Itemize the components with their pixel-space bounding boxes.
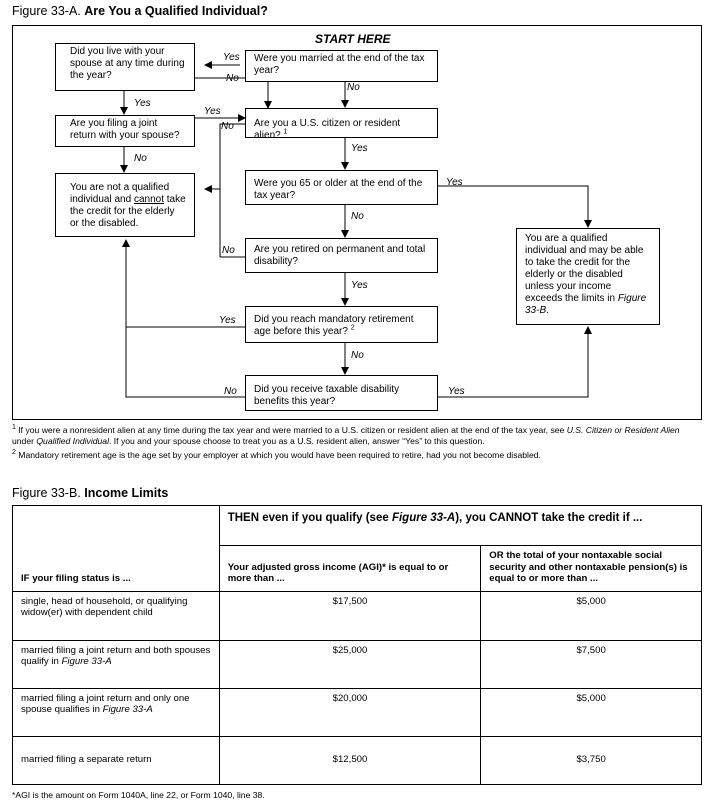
question-married-text: Were you married at the end of the tax y… [254, 53, 425, 76]
label-citizen-yes: Yes [351, 143, 368, 154]
table-row: single, head of household, or qualifying… [12, 590, 702, 641]
row-status-ref: Figure 33-A [102, 704, 153, 715]
footnote-1-ref2: Qualified Individual [36, 436, 109, 446]
footnote-1-text-c: . If you and your spouse choose to treat… [109, 436, 485, 446]
agi-footnote: *AGI is the amount on Form 1040A, line 2… [12, 790, 265, 800]
row-agi: $17,500 [218, 590, 482, 641]
question-65-or-older: Were you 65 or older at the end of the t… [245, 170, 438, 205]
question-retired-text: Are you retired on permanent and total d… [254, 244, 426, 267]
figure-label: Figure 33-A. [12, 4, 81, 18]
start-here-label: START HERE [315, 32, 391, 46]
arrow-taxable-no [122, 239, 245, 398]
header-nontaxable-text: OR the total of your nontaxable social s… [489, 550, 688, 584]
question-lived-with-spouse: Did you live with your spouse at any tim… [55, 43, 195, 91]
row-status: married filing a joint return and only o… [12, 687, 220, 737]
row-status-ref: Figure 33-A [61, 656, 112, 667]
label-joint-no: No [134, 153, 147, 164]
result-not-qualified: You are not a qualified individual and c… [55, 173, 195, 237]
label-married-yes: Yes [223, 52, 240, 63]
row-agi: $25,000 [218, 639, 482, 689]
row-status: married filing a separate return [12, 735, 220, 785]
result-qualified: You are a qualified individual and may b… [516, 228, 660, 325]
question-65-text: Were you 65 or older at the end of the t… [254, 178, 423, 201]
row-status-text: single, head of household, or qualifying… [21, 595, 188, 619]
row-status: single, head of household, or qualifying… [12, 590, 220, 641]
row-nontaxable: $5,000 [480, 590, 702, 641]
row-nontaxable: $3,750 [480, 735, 702, 785]
header-agi: Your adjusted gross income (AGI)* is equ… [218, 545, 482, 592]
row-agi: $20,000 [218, 687, 482, 737]
row-status-text: married filing a joint return and both s… [21, 644, 211, 668]
label-taxable-yes: Yes [448, 386, 465, 397]
footnote-ref-2: 2 [350, 324, 355, 332]
arrow-65-yes [438, 185, 592, 228]
not-qualified-text-a: You are not a qualified individual and [70, 182, 170, 205]
label-65-yes: Yes [446, 177, 463, 188]
question-joint-text: Are you filing a joint return with your … [70, 118, 180, 141]
row-status: married filing a joint return and both s… [12, 639, 220, 689]
footnote-1-mark: 1 [12, 424, 16, 432]
question-taxable-text: Did you receive taxable disability benef… [254, 384, 400, 407]
figure-heading: Are You a Qualified Individual? [84, 4, 268, 18]
row-nontaxable: $7,500 [480, 639, 702, 689]
label-joint-yes: Yes [204, 106, 221, 117]
header-filing-status: IF your filing status is ... [12, 505, 220, 592]
footnote-2: 2 Mandatory retirement age is the age se… [12, 449, 702, 461]
question-taxable-benefits: Did you receive taxable disability benef… [245, 375, 438, 411]
arrow-citizen-no [204, 123, 245, 193]
qualified-figure-ref: Figure 33-B [525, 293, 647, 316]
row-nontaxable: $5,000 [480, 687, 702, 737]
label-retired-no: No [222, 245, 235, 256]
header-then-ref: Figure 33-A [391, 512, 456, 524]
not-qualified-text-b: take the credit for the elderly or the d… [70, 194, 186, 229]
table-row: married filing a joint return and only o… [12, 687, 702, 737]
figure-b-label: Figure 33-B. [12, 486, 81, 500]
figure-b-heading: Income Limits [84, 486, 169, 500]
header-nontaxable: OR the total of your nontaxable social s… [480, 545, 702, 592]
header-then: THEN even if you qualify (see Figure 33-… [218, 505, 703, 546]
qualified-text-end: . [546, 305, 549, 316]
question-married: Were you married at the end of the tax y… [245, 50, 438, 82]
label-lived-yes: Yes [134, 98, 151, 109]
not-qualified-cannot: cannot [133, 194, 164, 205]
label-taxable-no: No [224, 386, 237, 397]
label-citizen-no: No [221, 121, 234, 132]
header-then-text-a: THEN even if you qualify (see [227, 512, 389, 524]
label-married-no: No [347, 82, 360, 93]
row-status-text: married filing a joint return and only o… [21, 692, 190, 716]
label-65-no: No [351, 211, 364, 222]
footnote-1-text-a: If you were a nonresident alien at any t… [18, 425, 565, 435]
figure-33b-title: Figure 33-B. Income Limits [12, 486, 168, 500]
footnote-2-text: Mandatory retirement age is the age set … [18, 450, 541, 460]
footnote-1-ref: U.S. Citizen or Resident Alien [566, 425, 680, 435]
income-limits-table: IF your filing status is ... THEN even i… [12, 505, 703, 785]
label-mandatory-yes: Yes [219, 315, 236, 326]
footnote-1-text-b: under [12, 436, 34, 446]
figure-33a-title: Figure 33-A. Are You a Qualified Individ… [12, 4, 268, 18]
label-retired-yes: Yes [351, 280, 368, 291]
arrow-taxable-yes [438, 326, 592, 398]
footnote-ref-1: 1 [283, 128, 288, 136]
question-citizen: Are you a U.S. citizen or resident alien… [245, 108, 438, 141]
label-mandatory-no: No [351, 350, 364, 361]
qualified-text: You are a qualified individual and may b… [525, 233, 644, 304]
row-agi: $12,500 [218, 735, 482, 785]
label-lived-no: No [226, 73, 239, 84]
header-filing-status-text: IF your filing status is ... [21, 573, 131, 584]
question-mandatory-retirement: Did you reach mandatory retirement age b… [245, 306, 438, 343]
question-joint-return: Are you filing a joint return with your … [55, 115, 195, 147]
question-citizen-text: Are you a U.S. citizen or resident alien… [254, 118, 401, 141]
header-then-text-b: ), you CANNOT take the credit if ... [455, 512, 643, 524]
question-mandatory-text: Did you reach mandatory retirement age b… [254, 314, 414, 337]
table-row: married filing a separate return $12,500… [12, 735, 702, 785]
row-status-text: married filing a separate return [21, 754, 152, 766]
question-retired-disability: Are you retired on permanent and total d… [245, 238, 438, 273]
flowchart-frame [12, 25, 702, 420]
question-lived-text: Did you live with your spouse at any tim… [70, 46, 185, 81]
header-agi-text: Your adjusted gross income (AGI)* is equ… [227, 561, 449, 585]
footnote-2-mark: 2 [12, 449, 16, 457]
footnote-1: 1 If you were a nonresident alien at any… [12, 424, 702, 447]
table-row: married filing a joint return and both s… [12, 639, 702, 689]
